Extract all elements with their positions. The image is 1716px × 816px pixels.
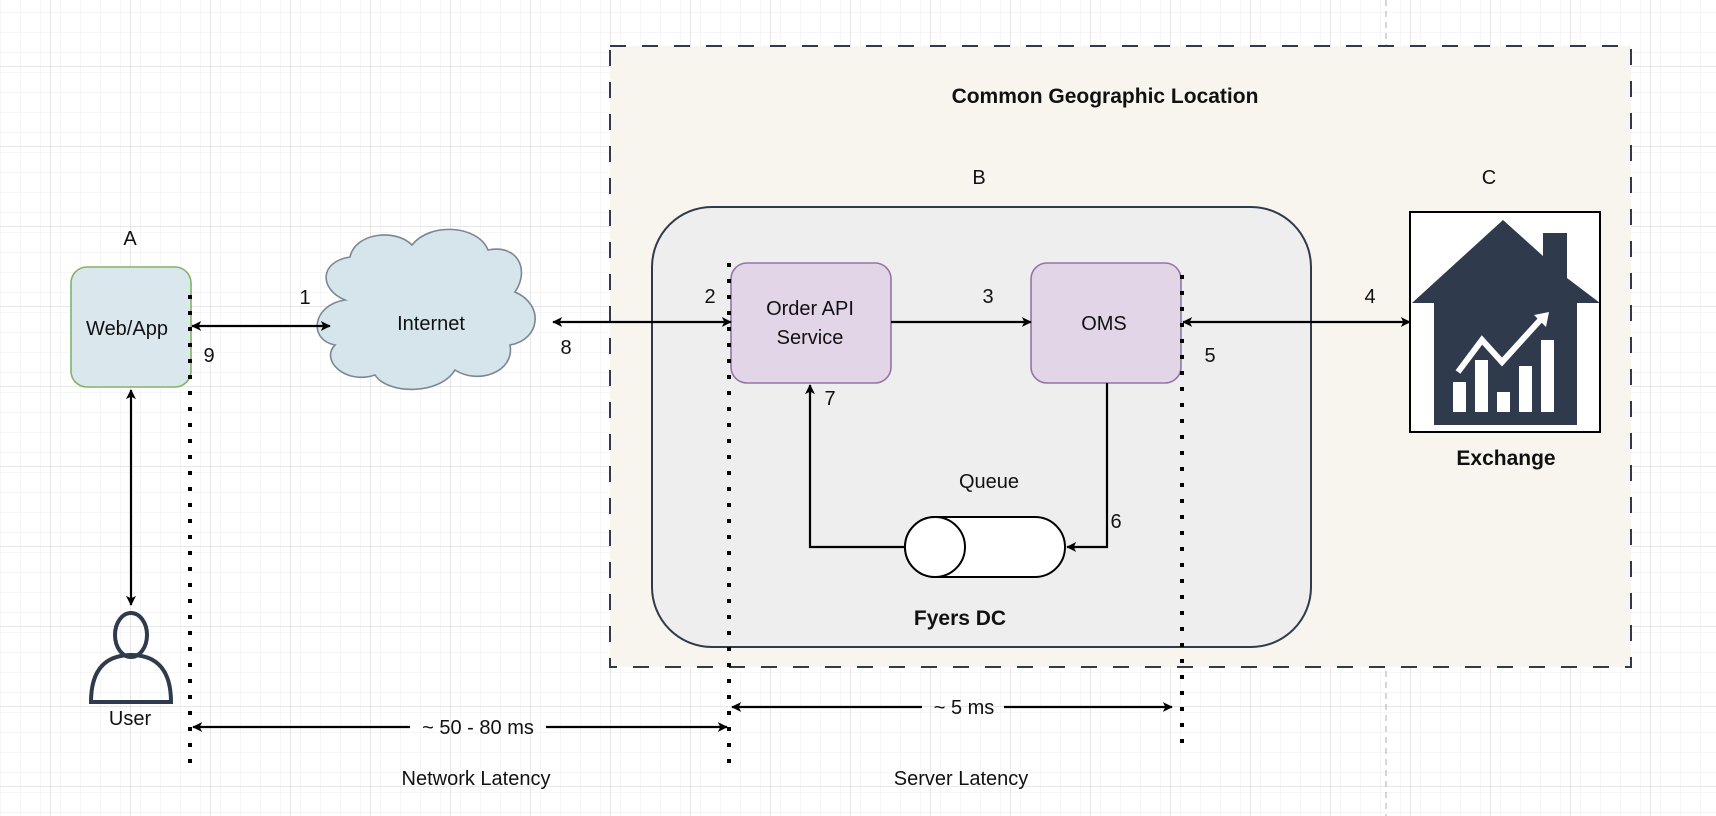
internet-node[interactable]: Internet (316, 228, 536, 391)
datacenter-label: Fyers DC (914, 607, 1006, 630)
exchange-label: Exchange (1456, 447, 1555, 470)
step-8: 8 (560, 337, 571, 359)
server-latency-label: Server Latency (894, 768, 1029, 790)
region-title: Common Geographic Location (952, 85, 1259, 108)
step-5: 5 (1204, 345, 1215, 367)
step-2: 2 (704, 286, 715, 308)
network-latency-value: ~ 50 - 80 ms (422, 717, 534, 739)
step-7: 7 (824, 388, 835, 410)
order-api-label-line2: Service (777, 327, 844, 349)
order-api-service-node[interactable] (730, 262, 892, 384)
step-1: 1 (299, 287, 310, 309)
step-4: 4 (1364, 286, 1375, 308)
step-9: 9 (203, 345, 214, 367)
network-latency-label: Network Latency (402, 768, 551, 790)
label-b: B (972, 167, 985, 189)
internet-label: Internet (397, 313, 465, 335)
step-6: 6 (1110, 511, 1121, 533)
oms-label: OMS (1081, 313, 1127, 335)
exchange-node[interactable]: Exchange (1409, 211, 1601, 470)
queue-label: Queue (959, 471, 1019, 493)
queue-cylinder-icon[interactable] (904, 516, 1066, 578)
user-label: User (109, 708, 152, 730)
arrow-queue-orderapi[interactable] (805, 384, 905, 549)
cloud-icon (316, 228, 536, 391)
step-3: 3 (982, 286, 993, 308)
order-api-label-line1: Order API (766, 298, 854, 320)
label-c: C (1482, 167, 1496, 189)
arrow-oms-queue[interactable] (1066, 383, 1109, 552)
web-app-label: Web/App (86, 318, 168, 340)
server-latency-value: ~ 5 ms (934, 697, 995, 719)
user-icon[interactable] (88, 611, 174, 704)
label-a: A (123, 228, 137, 250)
exchange-house-chart-icon (1412, 220, 1600, 425)
